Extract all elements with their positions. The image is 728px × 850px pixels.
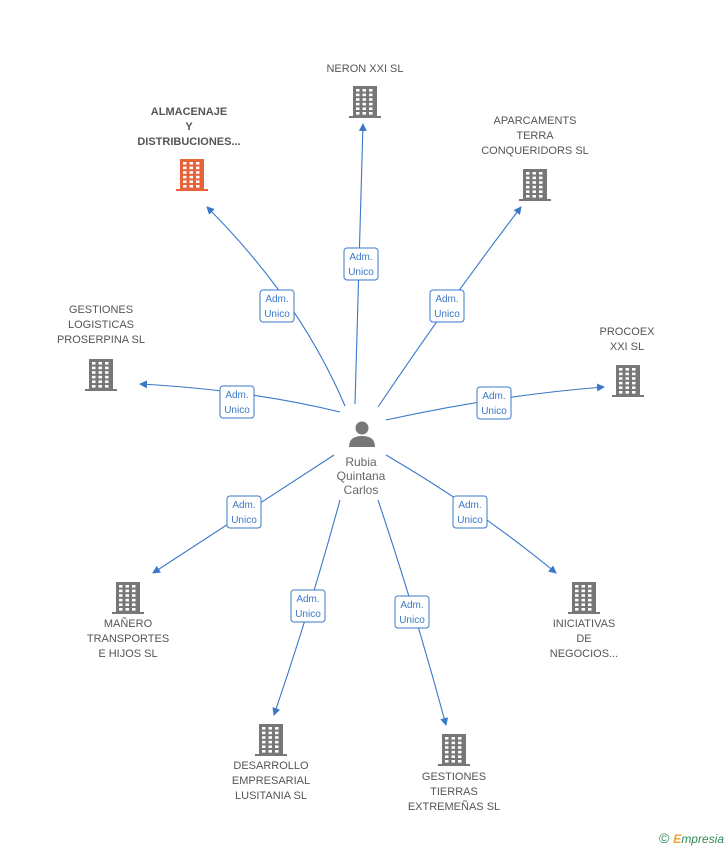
- company-node[interactable]: DESARROLLO EMPRESARIAL LUSITANIA SL: [232, 724, 310, 802]
- role-label: Adm.: [265, 294, 288, 305]
- company-node[interactable]: GESTIONES LOGISTICAS PROSERPINA SL: [57, 304, 145, 391]
- role-label: Unico: [224, 405, 250, 416]
- role-badge[interactable]: Adm. Unico: [343, 247, 379, 281]
- company-name[interactable]: Y: [185, 121, 193, 133]
- role-label: Adm.: [400, 600, 423, 611]
- person-name[interactable]: Carlos: [344, 483, 379, 497]
- company-node[interactable]: ALMACENAJE Y DISTRIBUCIONES...: [137, 106, 241, 191]
- company-name[interactable]: PROCOEX: [599, 326, 655, 338]
- company-node[interactable]: NERON XXI SL: [326, 63, 404, 118]
- company-name[interactable]: DISTRIBUCIONES...: [137, 136, 240, 148]
- company-name[interactable]: ALMACENAJE: [151, 106, 227, 118]
- role-label: Adm.: [232, 500, 255, 511]
- role-label: Unico: [348, 267, 374, 278]
- role-badge[interactable]: Adm. Unico: [219, 385, 255, 419]
- company-node[interactable]: APARCAMENTS TERRA CONQUERIDORS SL: [481, 115, 589, 201]
- building-icon: [112, 582, 144, 614]
- company-name[interactable]: DESARROLLO: [233, 760, 309, 772]
- role-label: Adm.: [296, 594, 319, 605]
- role-label: Adm.: [225, 390, 248, 401]
- copyright-symbol: ©: [658, 830, 670, 846]
- building-icon: [85, 359, 117, 391]
- role-label: Unico: [457, 515, 483, 526]
- company-name[interactable]: GESTIONES: [422, 771, 486, 783]
- company-name[interactable]: APARCAMENTS: [494, 115, 577, 127]
- company-node[interactable]: MAÑERO TRANSPORTES E HIJOS SL: [87, 582, 169, 660]
- company-name[interactable]: INICIATIVAS: [553, 618, 616, 630]
- role-badge[interactable]: Adm. Unico: [226, 495, 262, 529]
- company-name[interactable]: CONQUERIDORS SL: [481, 145, 589, 157]
- company-name[interactable]: LOGISTICAS: [68, 319, 134, 331]
- building-icon: [349, 86, 381, 118]
- role-label: Unico: [295, 609, 321, 620]
- role-badge[interactable]: Adm. Unico: [394, 595, 430, 629]
- role-label: Unico: [399, 615, 425, 626]
- role-label: Adm.: [482, 391, 505, 402]
- role-label: Adm.: [349, 252, 372, 263]
- role-label: Unico: [231, 515, 257, 526]
- role-badge[interactable]: Adm. Unico: [290, 589, 326, 623]
- company-name[interactable]: MAÑERO: [104, 617, 153, 630]
- building-icon: [568, 582, 600, 614]
- role-badge[interactable]: Adm. Unico: [429, 289, 465, 323]
- company-name[interactable]: E HIJOS SL: [98, 648, 157, 660]
- company-name[interactable]: NERON XXI SL: [326, 63, 403, 75]
- company-node[interactable]: PROCOEX XXI SL: [599, 326, 655, 397]
- company-name[interactable]: TERRA: [516, 130, 554, 142]
- role-label: Unico: [264, 309, 290, 320]
- brand-logo-initial: E: [673, 832, 682, 846]
- person-icon: [349, 421, 375, 447]
- company-name[interactable]: TRANSPORTES: [87, 633, 169, 645]
- company-name[interactable]: EXTREMEÑAS SL: [408, 800, 500, 813]
- person-name[interactable]: Quintana: [337, 469, 386, 483]
- role-badge[interactable]: Adm. Unico: [476, 386, 512, 420]
- company-name[interactable]: XXI SL: [610, 341, 644, 353]
- person-name[interactable]: Rubia: [345, 455, 377, 469]
- company-name[interactable]: EMPRESARIAL: [232, 775, 310, 787]
- company-name[interactable]: TIERRAS: [430, 786, 478, 798]
- company-name[interactable]: NEGOCIOS...: [550, 648, 618, 660]
- role-label: Unico: [481, 406, 507, 417]
- building-icon: [176, 159, 208, 191]
- role-label: Adm.: [435, 294, 458, 305]
- company-node[interactable]: GESTIONES TIERRAS EXTREMEÑAS SL: [408, 734, 500, 813]
- building-icon: [255, 724, 287, 756]
- company-name[interactable]: GESTIONES: [69, 304, 133, 316]
- footer-brand: ©Empresia: [659, 830, 724, 846]
- role-badge[interactable]: Adm. Unico: [259, 289, 295, 323]
- company-name[interactable]: LUSITANIA SL: [235, 790, 307, 802]
- role-label: Adm.: [458, 500, 481, 511]
- company-name[interactable]: DE: [576, 633, 591, 645]
- company-node[interactable]: INICIATIVAS DE NEGOCIOS...: [550, 582, 618, 660]
- role-label: Unico: [434, 309, 460, 320]
- brand-logo-text: mpresia: [681, 832, 724, 846]
- building-icon: [438, 734, 470, 766]
- building-icon: [519, 169, 551, 201]
- company-name[interactable]: PROSERPINA SL: [57, 334, 145, 346]
- building-icon: [612, 365, 644, 397]
- role-badge[interactable]: Adm. Unico: [452, 495, 488, 529]
